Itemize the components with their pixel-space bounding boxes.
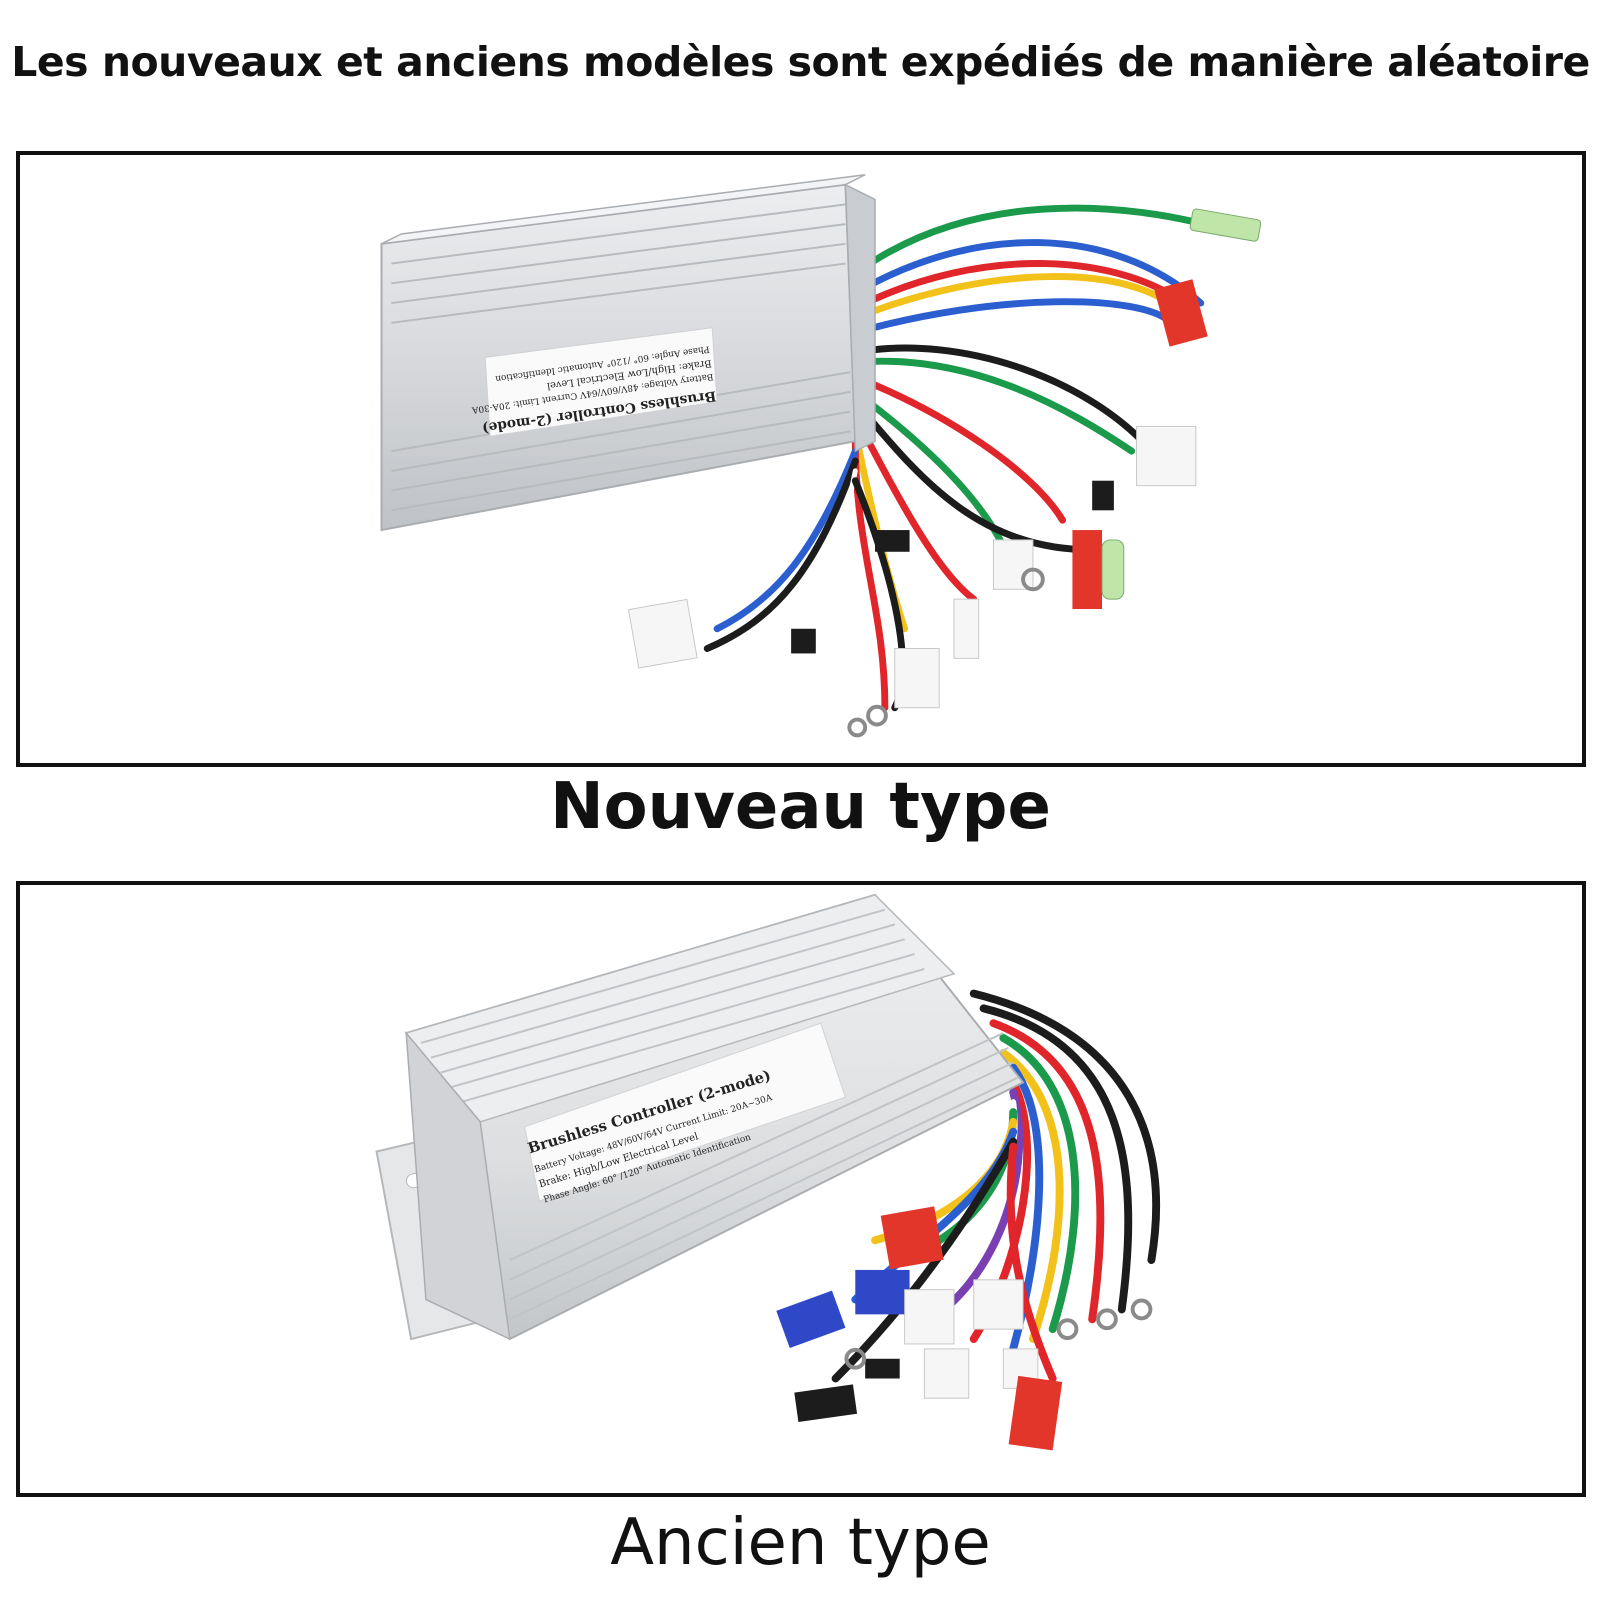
old-type-controller-photo: Brushless Controller (2-mode) Battery Vo… [375, 893, 1161, 1451]
old-type-photo-frame: Brushless Controller (2-mode) Battery Vo… [16, 881, 1586, 1497]
new-type-photo-frame: Brushless Controller (2-mode) Battery Vo… [16, 151, 1586, 767]
old-type-connectors [776, 1206, 1153, 1451]
new-type-connectors [627, 208, 1262, 738]
old-type-caption: Ancien type [610, 1506, 991, 1580]
new-type-controller-housing [380, 174, 876, 532]
new-type-controller-photo: Brushless Controller (2-mode) Battery Vo… [380, 174, 1262, 738]
headline: Les nouveaux et anciens modèles sont exp… [11, 38, 1590, 86]
old-type-wires [831, 989, 1161, 1383]
new-type-caption: Nouveau type [550, 770, 1051, 844]
